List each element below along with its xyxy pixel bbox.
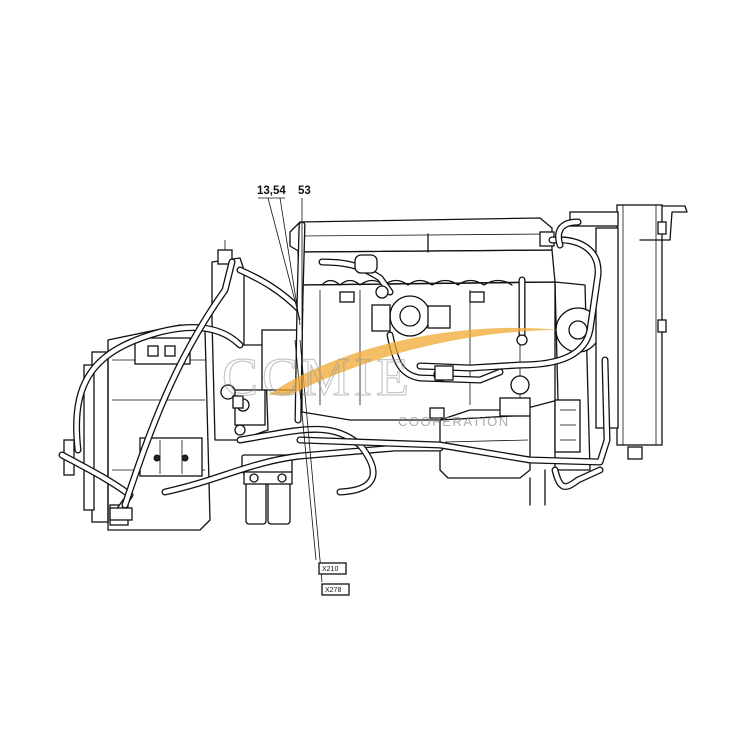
connector-tag-x210: X210 — [322, 566, 338, 573]
engine-block — [289, 217, 601, 506]
filter-canisters — [241, 454, 293, 525]
connector-tag-box-2 — [321, 583, 350, 596]
watermark: CCMIE COOPERATION — [221, 327, 560, 429]
radiator — [569, 204, 688, 460]
watermark-swoosh — [268, 327, 560, 395]
watermark-brand: CCMIE — [222, 347, 413, 407]
connector-tag-x278: X278 — [325, 587, 341, 594]
callout-label-53: 53 — [298, 185, 311, 197]
gearbox — [211, 240, 303, 441]
fittings — [109, 254, 531, 521]
watermark-sub: COOPERATION — [398, 414, 510, 429]
flywheel-housing — [63, 324, 211, 531]
hoses — [58, 218, 611, 516]
callout-label-13-54: 13,54 — [257, 185, 286, 197]
connector-tag-box-1 — [318, 562, 347, 575]
callout-leaders — [258, 197, 323, 583]
